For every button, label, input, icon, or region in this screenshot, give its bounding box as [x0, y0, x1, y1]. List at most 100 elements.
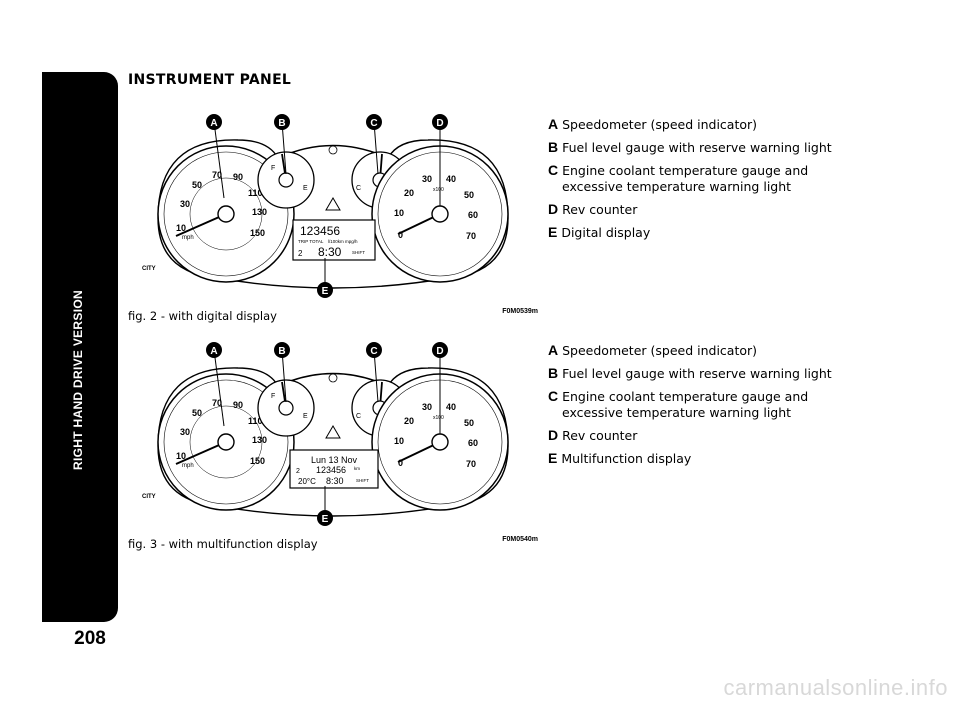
rev-tick: 40 — [446, 402, 456, 412]
display-odometer: 123456 — [300, 224, 340, 238]
speedo-tick: 70 — [212, 398, 222, 408]
legend-item: A Speedometer (speed indicator) — [548, 342, 758, 358]
callout-c: C — [366, 114, 382, 175]
figure-code: F0M0539m — [502, 308, 538, 315]
svg-text:D: D — [436, 346, 443, 357]
display-shift: SHIFT — [352, 250, 365, 255]
speedo-unit: mph — [182, 463, 194, 469]
rev-unit: x100 — [433, 415, 444, 421]
speedo-tick: 110 — [248, 416, 263, 426]
speedo-needle — [175, 213, 227, 237]
watermark: carmanualsonline.info — [723, 675, 948, 700]
display-date: Lun 13 Nov — [311, 455, 358, 465]
rev-tick: 20 — [404, 416, 414, 426]
fuel-full-mark: F — [271, 165, 275, 172]
speedo-tick: 110 — [248, 188, 263, 198]
callout-a: A — [206, 114, 225, 199]
speedo-tick: 10 — [176, 451, 186, 461]
rev-tick: 60 — [468, 210, 478, 220]
rev-tick: 0 — [398, 458, 403, 468]
legend-item: C Engine coolant temperature gauge and e… — [548, 388, 809, 420]
rev-tick: 60 — [468, 438, 478, 448]
rev-tick: 0 — [398, 230, 403, 240]
digital-display: 123456 TRIP TOTAL l/100km mpg/h 2 8:30 S… — [292, 219, 376, 261]
legend-item: B Fuel level gauge with reserve warning … — [548, 139, 832, 155]
speedo-needle — [175, 441, 227, 465]
callout-e: E — [317, 486, 333, 526]
figure-code: F0M0540m — [502, 536, 538, 543]
legend-item: B Fuel level gauge with reserve warning … — [548, 365, 832, 381]
rev-tick: 50 — [464, 190, 474, 200]
display-gear: 2 — [298, 249, 303, 258]
sun-icon — [328, 145, 338, 155]
temp-cold-mark: C — [356, 413, 361, 420]
rev-tick: 40 — [446, 174, 456, 184]
callout-d: D — [432, 342, 448, 434]
speedo-tick: 30 — [180, 427, 190, 437]
svg-text:C: C — [370, 346, 377, 357]
display-shift: SHIFT — [356, 478, 369, 483]
display-time: 8:30 — [318, 245, 342, 259]
display-gear: 2 — [296, 468, 300, 475]
callout-a: A — [206, 342, 225, 427]
city-label: CITY — [142, 266, 156, 272]
callout-b: B — [274, 342, 290, 403]
svg-text:D: D — [436, 118, 443, 129]
figure-multifunction-display: 10 30 50 70 90 110 130 150 mph F E C H — [128, 326, 538, 551]
svg-text:E: E — [322, 286, 329, 297]
speedo-tick: 50 — [192, 408, 202, 418]
speedo-unit: mph — [182, 235, 194, 241]
display-unit-label: l/100km mpg/h — [328, 239, 358, 244]
rev-tick: 30 — [422, 174, 432, 184]
svg-text:A: A — [210, 118, 217, 129]
display-odometer: 123456 — [316, 465, 346, 475]
callout-d: D — [432, 114, 448, 206]
rev-tick: 10 — [394, 208, 404, 218]
speedo-tick: 90 — [233, 400, 243, 410]
legend-item: C Engine coolant temperature gauge and e… — [548, 162, 809, 194]
svg-text:B: B — [278, 118, 285, 129]
warning-triangle-icon — [325, 425, 341, 439]
temp-cold-mark: C — [356, 185, 361, 192]
fuel-full-mark: F — [271, 393, 275, 400]
rev-tick: 70 — [466, 459, 476, 469]
speedo-tick: 50 — [192, 180, 202, 190]
instrument-panel-illustration: 10 30 50 70 90 110 130 150 mph F E C H — [142, 114, 509, 298]
rev-tick: 50 — [464, 418, 474, 428]
warning-triangle-icon — [325, 197, 341, 211]
display-time: 8:30 — [326, 476, 344, 486]
speedo-tick: 150 — [250, 456, 265, 466]
rev-tick: 30 — [422, 402, 432, 412]
display-trip-label: TRIP TOTAL — [298, 239, 324, 244]
instrument-panel-illustration: 10 30 50 70 90 110 130 150 mph F E C H — [142, 342, 509, 526]
sidebar-label: RIGHT HAND DRIVE VERSION — [71, 290, 85, 470]
speedo-tick: 130 — [252, 435, 267, 445]
legend-item: D Rev counter — [548, 201, 638, 217]
rev-tick: 70 — [466, 231, 476, 241]
section-title: INSTRUMENT PANEL — [128, 72, 292, 88]
rev-unit: x100 — [433, 187, 444, 193]
figure-caption: fig. 3 - with multifunction display — [128, 537, 318, 551]
city-label: CITY — [142, 494, 156, 500]
speedo-tick: 130 — [252, 207, 267, 217]
speedo-tick: 90 — [233, 172, 243, 182]
legend-multifunction-display: A Speedometer (speed indicator) B Fuel l… — [548, 342, 868, 473]
callout-c: C — [366, 342, 382, 403]
legend-item: D Rev counter — [548, 427, 638, 443]
legend-item: E Digital display — [548, 224, 651, 240]
speedo-tick: 10 — [176, 223, 186, 233]
display-temperature: 20°C — [298, 477, 316, 486]
callout-e: E — [317, 258, 333, 298]
rev-tick: 20 — [404, 188, 414, 198]
speedo-tick: 70 — [212, 170, 222, 180]
fuel-gauge: F E — [257, 379, 315, 437]
display-odo-unit: km — [354, 466, 360, 471]
rev-tick: 10 — [394, 436, 404, 446]
svg-text:C: C — [370, 118, 377, 129]
sun-icon — [328, 373, 338, 383]
multifunction-display: Lun 13 Nov 2 123456 km 20°C 8:30 SHIFT — [289, 449, 379, 489]
svg-text:E: E — [322, 514, 329, 525]
fuel-empty-mark: E — [303, 413, 308, 420]
legend-item: A Speedometer (speed indicator) — [548, 116, 758, 132]
page-number: 208 — [74, 628, 106, 649]
